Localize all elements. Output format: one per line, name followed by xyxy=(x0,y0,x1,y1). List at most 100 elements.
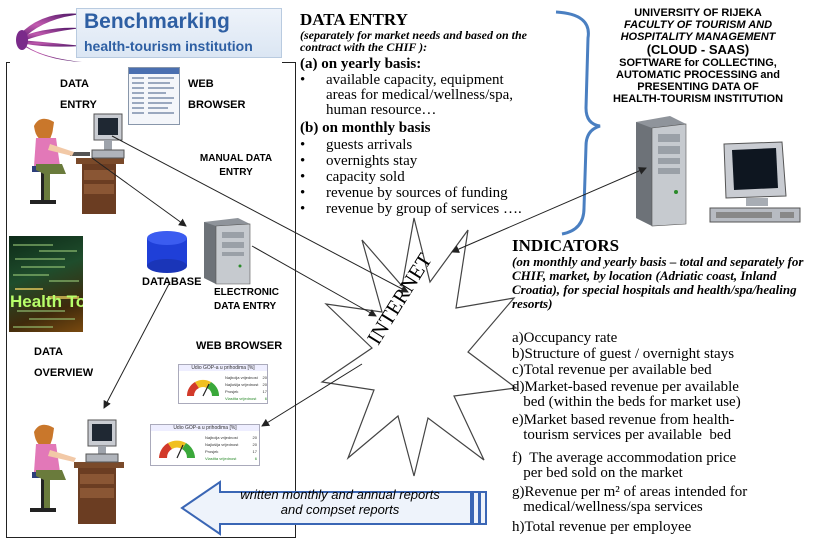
indicator-item: h)Total revenue per employee xyxy=(512,520,818,535)
database-icon xyxy=(147,231,187,273)
indicator-item: b)Structure of guest / overnight stays xyxy=(512,347,818,362)
data-entry-title: DATA ENTRY xyxy=(300,10,408,29)
database-label: DATABASE xyxy=(142,276,202,288)
electronic-data-entry-line2: DATA ENTRY xyxy=(214,301,277,312)
software-line: SOFTWARE for COLLECTING, xyxy=(619,57,777,69)
gauge-top-row: Najbolja vrijednost 20 xyxy=(225,374,267,381)
logo-title: Benchmarking xyxy=(84,10,230,33)
person-at-computer-icon xyxy=(30,113,125,214)
monthly-item-text: overnights stay xyxy=(326,153,418,169)
indicator-item: c)Total revenue per available bed xyxy=(512,363,818,378)
arrow-database-to-overview xyxy=(103,281,171,409)
word-cloud-texture xyxy=(13,244,79,328)
indicator-item: e)Market based revenue from health- tour… xyxy=(512,413,818,443)
indicator-item: a)Occupancy rate xyxy=(512,331,818,346)
yearly-item: areas for medical/wellness/spa, xyxy=(300,88,513,103)
server-icon xyxy=(204,218,251,285)
data-overview-line2: OVERVIEW xyxy=(34,367,94,379)
web-browser-label-line2: BROWSER xyxy=(188,99,246,111)
manual-data-entry-label: MANUAL DATA ENTRY xyxy=(186,152,286,180)
indicator-item-line: per bed sold on the market xyxy=(512,465,683,481)
university-block: UNIVERSITY OF RIJEKA FACULTY OF TOURISM … xyxy=(578,7,818,105)
gauge-bottom-row-label: Vlastita vrijednost xyxy=(205,456,237,461)
monthly-item-text: guests arrivals xyxy=(326,137,413,153)
monthly-item-text: capacity sold xyxy=(326,169,405,185)
health-tourism-image-text: Health Touri xyxy=(10,292,83,311)
gauge-top-row-label: Najlošija vrijednost xyxy=(225,382,259,387)
indicator-item-line: c)Total revenue per available bed xyxy=(512,362,712,378)
indicator-item-line: a)Occupancy rate xyxy=(512,330,618,346)
monthly-item: •guests arrivals xyxy=(300,137,413,153)
gauge-bottom-row-value: 6 xyxy=(254,456,257,461)
gauge-top-row-value: 6 xyxy=(264,396,267,401)
reports-arrow xyxy=(180,480,487,536)
web-browser-2-label: WEB BROWSER xyxy=(196,340,283,352)
yearly-basis-heading: (a) on yearly basis: xyxy=(300,56,422,72)
gauge-top-row: Vlastita vrijednost 6 xyxy=(225,395,267,402)
gauge-card-bottom: Udio GOP-a u prihodima [%] Najbolja vrij… xyxy=(150,424,260,466)
gauge-bottom-row-value: 17 xyxy=(252,449,257,454)
indicator-item-line: g)Revenue per m² of areas intended for xyxy=(512,484,748,500)
arrow-server-to-internet xyxy=(251,245,377,317)
web-browser-label: WEB BROWSER xyxy=(188,77,245,113)
indicator-item-line: tourism services per available bed xyxy=(512,427,732,443)
gauge-top-table: Najbolja vrijednost 20 Najlošija vrijedno… xyxy=(225,374,267,402)
electronic-data-entry-line1: ELECTRONIC xyxy=(214,287,279,298)
arrow-manual-entry-to-internet xyxy=(111,135,409,293)
software-line: AUTOMATIC PROCESSING and xyxy=(616,69,780,81)
indicator-item-line: e)Market based revenue from health- xyxy=(512,412,735,428)
gauge-bottom-row-value: 20 xyxy=(252,442,257,447)
university-line: UNIVERSITY OF RIJEKA xyxy=(634,7,762,19)
indicator-item-line: h)Total revenue per employee xyxy=(512,519,692,535)
gauge-bottom-row: Prosjek 17 xyxy=(205,448,257,455)
indicator-item-line: medical/wellness/spa services xyxy=(512,499,703,515)
gauge-top-row-label: Najbolja vrijednost xyxy=(225,375,258,380)
gauge-top-row-value: 17 xyxy=(262,389,267,394)
arrow-user-to-database xyxy=(91,157,187,227)
arrow-internet-to-browser xyxy=(261,363,363,427)
gauge-top-row-label: Vlastita vrijednost xyxy=(225,396,257,401)
manual-data-entry-line1: MANUAL DATA xyxy=(199,153,273,164)
indicator-item: d)Market-based revenue per available bed… xyxy=(512,380,818,410)
data-entry-label: DATA ENTRY xyxy=(60,77,97,113)
data-overview-label: DATA OVERVIEW xyxy=(34,345,93,381)
yearly-item-text: available capacity, equipment xyxy=(326,72,504,88)
data-entry-subtitle: (separately for market needs and based o… xyxy=(300,28,527,54)
gauge-card-top-title: Udio GOP-a u prihodima [%] xyxy=(179,365,267,371)
indicators-subtitle: (on monthly and yearly basis – total and… xyxy=(512,254,804,311)
indicator-item-line: b)Structure of guest / overnight stays xyxy=(512,346,735,362)
gauge-card-bottom-title: Udio GOP-a u prihodima [%] xyxy=(151,425,259,431)
logo-banner xyxy=(76,8,282,58)
web-browser-screenshot xyxy=(128,67,180,125)
yearly-item-text: human resource… xyxy=(326,102,437,118)
logo-subtitle: health-tourism institution xyxy=(84,38,253,54)
software-line: PRESENTING DATA OF xyxy=(637,81,759,93)
person-viewing-reports-icon xyxy=(30,419,124,524)
indicator-item: g)Revenue per m² of areas intended for m… xyxy=(512,485,818,515)
indicator-item: f) The average accommodation price per b… xyxy=(512,451,818,481)
yearly-item: human resource… xyxy=(300,103,436,118)
indicator-item-line: f) The average accommodation price xyxy=(512,450,737,466)
indicators-title: INDICATORS xyxy=(512,236,620,255)
gauge-top-row-value: 20 xyxy=(262,382,267,387)
manual-data-entry-line2: ENTRY xyxy=(219,167,253,178)
health-tourism-image: Health Touri xyxy=(9,236,83,332)
gauge-bottom-row-value: 20 xyxy=(252,435,257,440)
software-line: HEALTH-TOURISM INSTITUTION xyxy=(612,93,784,105)
gauge-bottom-dial-icon xyxy=(159,440,195,459)
reports-arrow-line1: written monthly and annual reports xyxy=(240,487,440,502)
gauge-top-row-value: 20 xyxy=(262,375,267,380)
gauge-bottom-row: Vlastita vrijednost 6 xyxy=(205,455,257,462)
data-overview-line1: DATA xyxy=(34,346,63,358)
gauge-top-row-label: Prosjek xyxy=(225,389,239,394)
yearly-item: •available capacity, equipment xyxy=(300,72,504,88)
gauge-top-row: Prosjek 17 xyxy=(225,388,267,395)
logo-swoosh-icon xyxy=(16,13,82,62)
gauge-bottom-row-label: Najlošija vrijednost xyxy=(205,442,239,447)
reports-arrow-text: written monthly and annual reports and c… xyxy=(200,487,480,517)
gauge-bottom-row-label: Prosjek xyxy=(205,449,219,454)
reports-arrow-line2: and compset reports xyxy=(280,502,400,517)
monthly-basis-heading: (b) on monthly basis xyxy=(300,120,431,136)
